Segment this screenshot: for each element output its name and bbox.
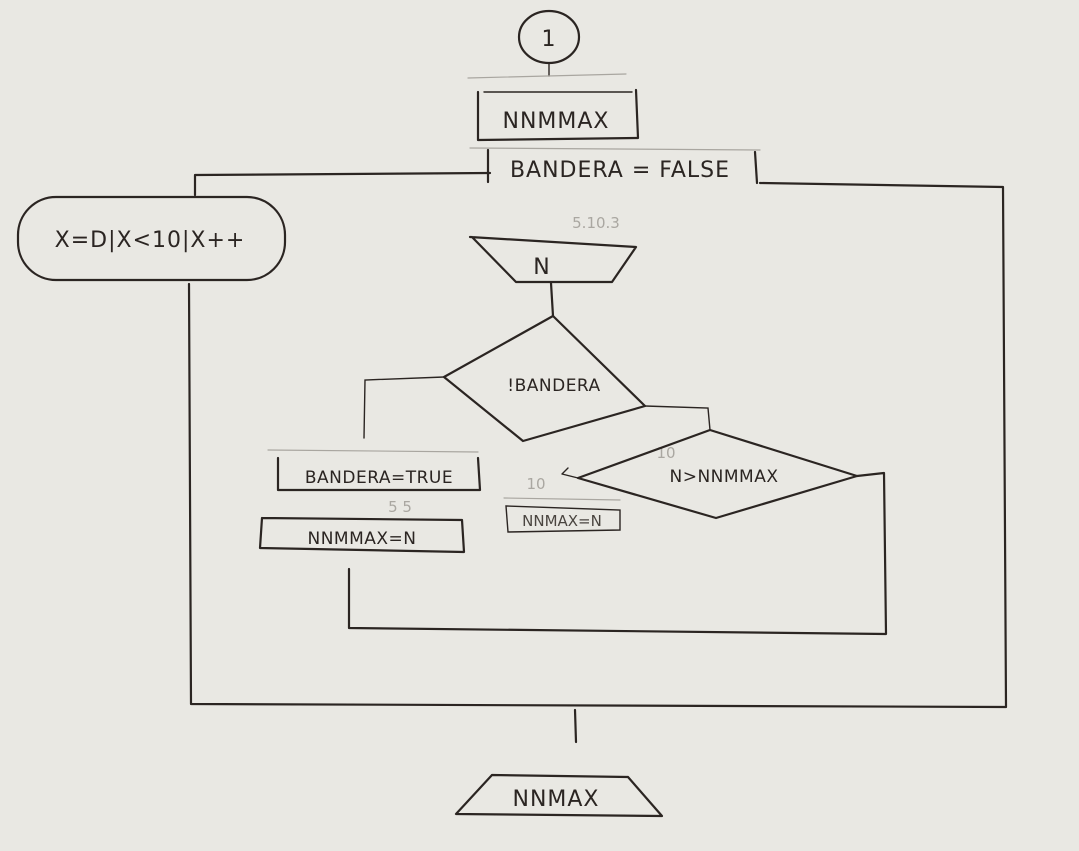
final-output-text: NNMAX xyxy=(512,787,599,812)
loop-frame xyxy=(187,171,1008,709)
loop-header-box: X=D|X<10|X++ xyxy=(16,195,287,282)
assign-max-left-box: NNMMAX=N xyxy=(258,516,466,554)
decision-compare-text: N>NNMMAX xyxy=(669,467,778,487)
set-flag-text: BANDERA=TRUE xyxy=(305,468,453,488)
set-flag-box: BANDERA=TRUE xyxy=(267,449,482,492)
connector-line xyxy=(363,376,445,439)
init-assignment-text: BANDERA = FALSE xyxy=(510,158,730,183)
read-input-text: N xyxy=(533,255,550,280)
connector-line xyxy=(561,467,579,479)
init-output-text: NNMMAX xyxy=(503,109,610,134)
connector-line xyxy=(644,405,711,431)
start-connector-label: 1 xyxy=(542,27,557,52)
loop-header-text: X=D|X<10|X++ xyxy=(55,228,246,253)
assign-max-left-text: NNMMAX=N xyxy=(307,529,416,549)
read-input-annotation: 5.10.3 xyxy=(572,214,620,232)
merge-line xyxy=(347,471,888,636)
final-output-shape: NNMAX xyxy=(454,773,664,818)
init-output-box: NNMMAX xyxy=(467,73,640,142)
decision-flag-text: !BANDERA xyxy=(507,376,600,396)
assign-max-right-box: NNMAX=N xyxy=(503,497,621,533)
assign-max-right-text: NNMAX=N xyxy=(522,512,602,530)
read-input-shape: 5.10.3 N xyxy=(468,214,638,284)
decision-flag: !BANDERA xyxy=(442,314,647,443)
decision-compare: 10 N>NNMMAX xyxy=(576,428,859,520)
right-annotation: 10 xyxy=(526,475,545,493)
left-annotation: 5 5 xyxy=(388,498,412,516)
init-assignment-box: BANDERA = FALSE xyxy=(469,147,761,185)
connector-line xyxy=(549,281,555,318)
connector-line xyxy=(573,708,578,744)
